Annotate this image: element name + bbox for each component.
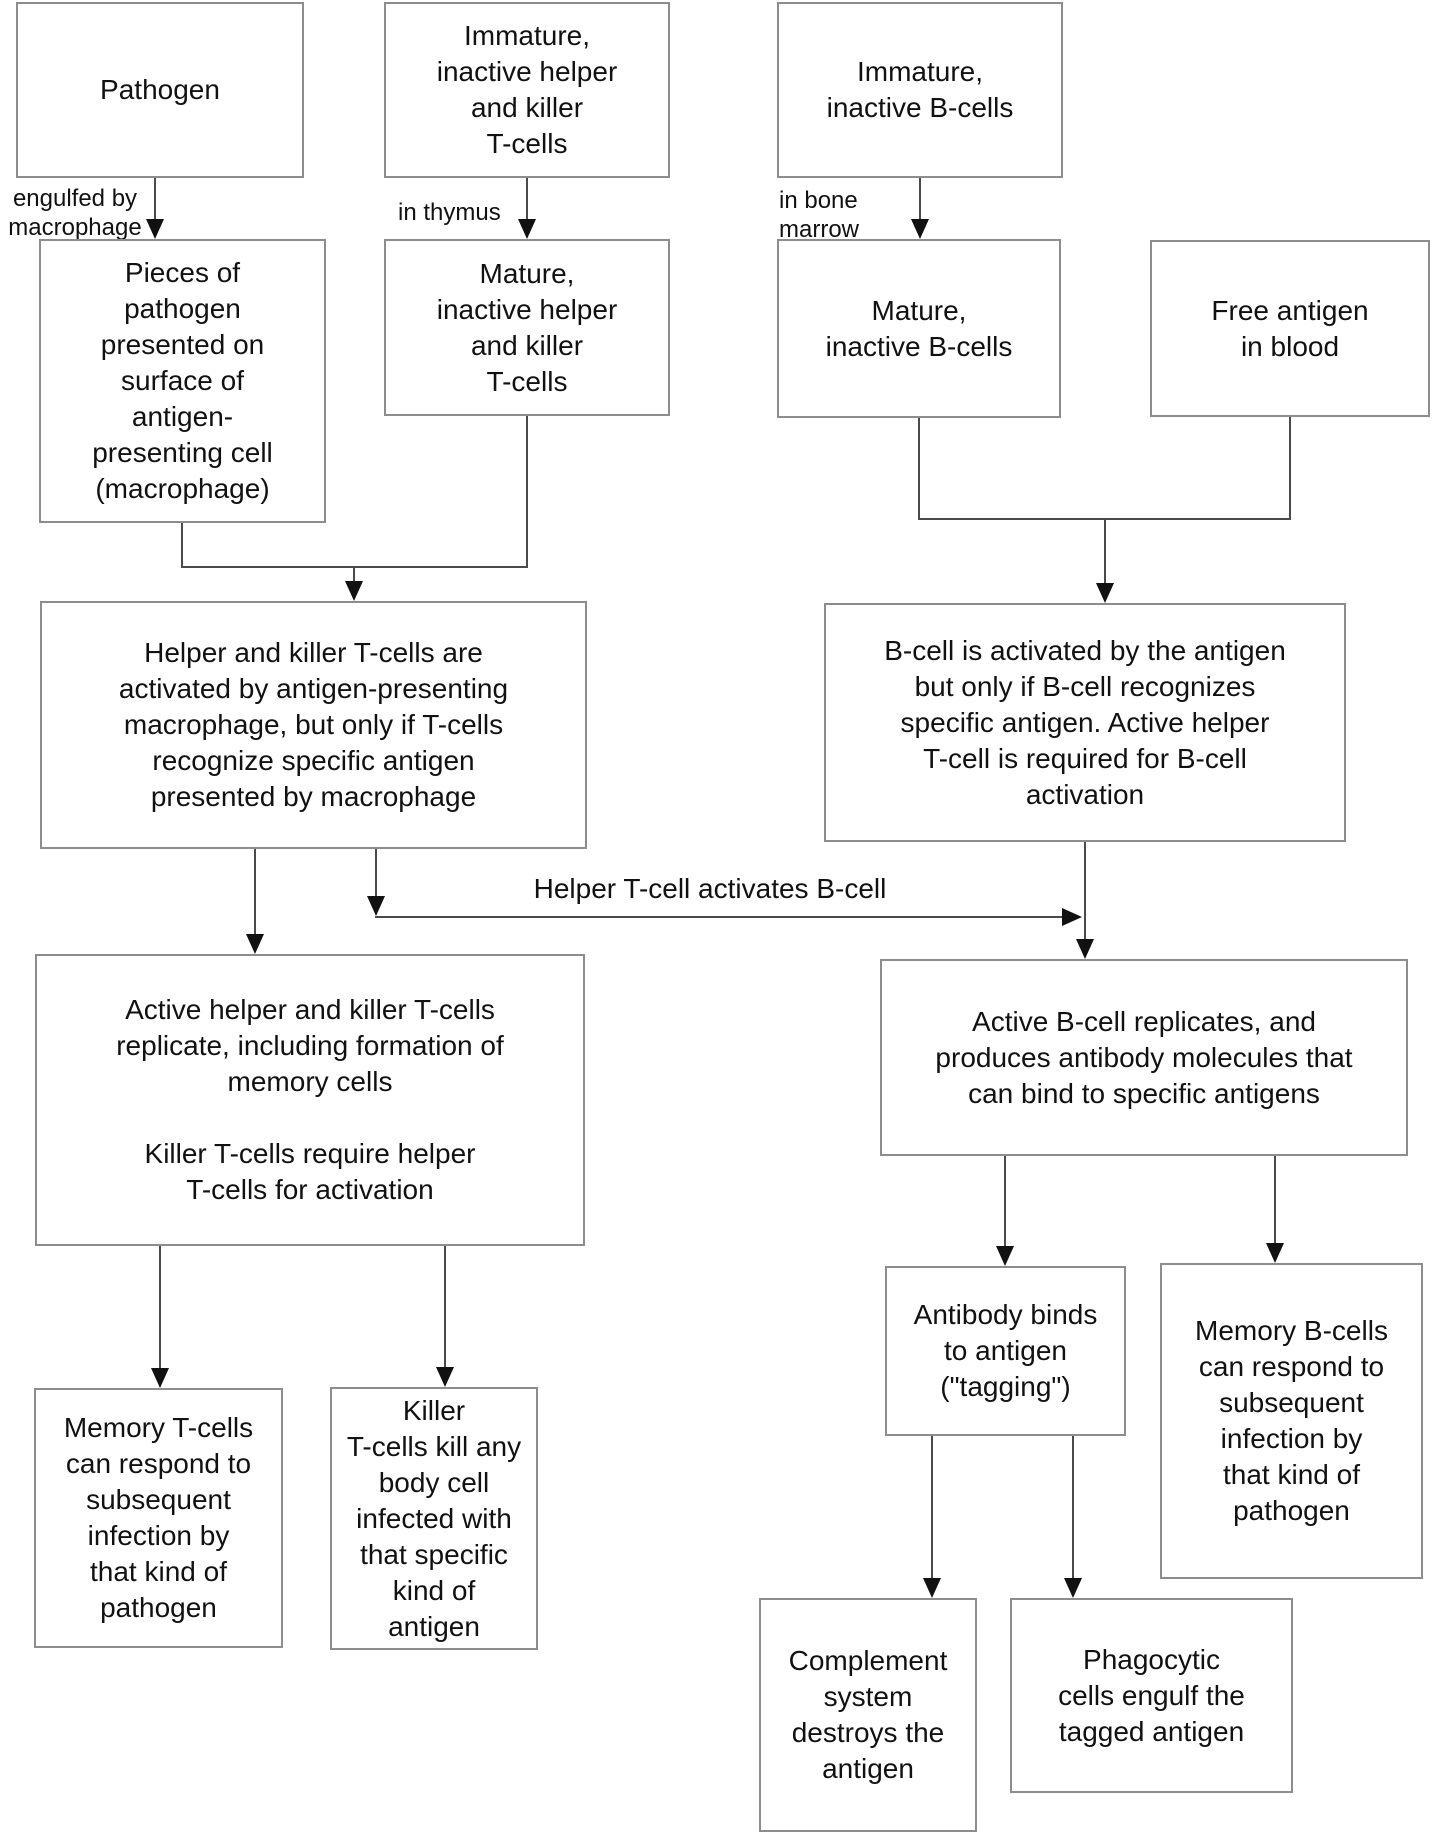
box-pathogen-text: Pathogen — [100, 74, 220, 105]
box-antibody-binds-text: Antibody binds to antigen ("tagging") — [913, 1299, 1098, 1402]
box-memory-b-cells-text: Memory B-cells can respond to subsequent… — [1195, 1315, 1388, 1526]
connector-bcell-activated-down — [1084, 842, 1086, 942]
connector-left-merge-down — [353, 566, 355, 584]
connector-immature-t-down — [526, 178, 528, 222]
box-pieces-of-pathogen-text: Pieces of pathogen presented on surface … — [92, 257, 273, 504]
arrowhead-right-merge-down — [1096, 583, 1114, 603]
arrowhead-to-phagocytic — [1064, 1578, 1082, 1598]
box-pathogen: Pathogen — [16, 2, 304, 178]
box-mature-t-cells-text: Mature, inactive helper and killer T-cel… — [436, 257, 618, 397]
box-active-bcell-replicates: Active B-cell replicates, and produces a… — [880, 959, 1408, 1156]
box-helper-killer-activated-text: Helper and killer T-cells are activated … — [118, 637, 509, 812]
box-phagocytic-cells: Phagocytic cells engulf the tagged antig… — [1010, 1598, 1293, 1793]
arrowhead-immature-b-down — [911, 219, 929, 239]
box-free-antigen-text: Free antigen in blood — [1211, 294, 1369, 362]
connector-to-phagocytic — [1072, 1436, 1074, 1578]
box-bcell-activated-text: B-cell is activated by the antigen but o… — [884, 634, 1286, 810]
box-immature-b-cells: Immature, inactive B-cells — [777, 2, 1063, 178]
arrowhead-to-antibody — [996, 1246, 1014, 1266]
arrowhead-helper-activates-bcell — [1062, 908, 1082, 926]
connector-pathogen-down — [154, 178, 156, 222]
connector-mature-b-down — [918, 418, 920, 519]
connector-to-complement — [931, 1436, 933, 1578]
box-helper-killer-activated: Helper and killer T-cells are activated … — [40, 601, 587, 849]
arrowhead-immature-t-down — [518, 219, 536, 239]
connector-helper-activates-bcell — [375, 916, 1065, 918]
connector-to-antibody — [1004, 1156, 1006, 1246]
box-killer-t-cells-kill: Killer T-cells kill any body cell infect… — [330, 1387, 538, 1650]
box-active-helper-killer-replicate-text: Active helper and killer T-cells replica… — [116, 994, 504, 1205]
connector-right-merge-down — [1104, 518, 1106, 586]
box-immature-t-cells-text: Immature, inactive helper and killer T-c… — [436, 20, 618, 159]
arrowhead-to-memory-b — [1266, 1243, 1284, 1263]
box-mature-t-cells: Mature, inactive helper and killer T-cel… — [384, 239, 670, 416]
box-mature-b-cells-text: Mature, inactive B-cells — [825, 294, 1013, 362]
arrowhead-bcell-activated-down — [1076, 939, 1094, 959]
box-memory-t-cells: Memory T-cells can respond to subsequent… — [34, 1388, 283, 1648]
label-helper-activates-bcell: Helper T-cell activates B-cell — [533, 873, 887, 904]
box-antibody-binds: Antibody binds to antigen ("tagging") — [885, 1266, 1126, 1436]
connector-helper-to-bar-down — [375, 849, 377, 899]
label-in-bone-marrow: in bone marrow — [779, 187, 860, 243]
box-active-bcell-replicates-text: Active B-cell replicates, and produces a… — [935, 1005, 1353, 1109]
box-free-antigen: Free antigen in blood — [1150, 240, 1430, 417]
box-memory-t-cells-text: Memory T-cells can respond to subsequent… — [63, 1412, 254, 1623]
arrowhead-to-complement — [923, 1578, 941, 1598]
connector-to-killer-t — [444, 1246, 446, 1367]
connector-mature-t-down — [526, 416, 528, 568]
label-in-thymus: in thymus — [398, 199, 501, 226]
box-active-helper-killer-replicate: Active helper and killer T-cells replica… — [35, 954, 585, 1246]
box-phagocytic-cells-text: Phagocytic cells engulf the tagged antig… — [1058, 1643, 1245, 1747]
connector-immature-b-down — [919, 178, 921, 222]
connector-helper-to-replicate — [254, 849, 256, 934]
connector-to-memory-t — [159, 1246, 161, 1368]
arrowhead-pathogen-down — [146, 219, 164, 239]
label-engulfed-by-macrophage: engulfed by macrophage — [8, 185, 142, 241]
connector-to-memory-b — [1274, 1156, 1276, 1243]
box-complement-system-text: Complement system destroys the antigen — [788, 1645, 948, 1784]
arrowhead-left-merge-down — [345, 581, 363, 601]
box-bcell-activated: B-cell is activated by the antigen but o… — [824, 603, 1346, 842]
connector-pieces-down — [181, 523, 183, 568]
box-immature-b-cells-text: Immature, inactive B-cells — [826, 56, 1014, 123]
box-killer-t-cells-kill-text: Killer T-cells kill any body cell infect… — [346, 1394, 522, 1642]
arrowhead-to-memory-t — [151, 1368, 169, 1388]
arrowhead-helper-to-bar-down — [367, 896, 385, 916]
box-mature-b-cells: Mature, inactive B-cells — [777, 239, 1061, 418]
box-immature-t-cells: Immature, inactive helper and killer T-c… — [384, 2, 670, 178]
arrowhead-to-killer-t — [436, 1367, 454, 1387]
connector-free-antigen-down — [1289, 417, 1291, 519]
box-pieces-of-pathogen: Pieces of pathogen presented on surface … — [39, 239, 326, 523]
arrowhead-helper-to-replicate — [246, 934, 264, 954]
box-memory-b-cells: Memory B-cells can respond to subsequent… — [1160, 1263, 1423, 1579]
box-complement-system: Complement system destroys the antigen — [759, 1598, 977, 1832]
